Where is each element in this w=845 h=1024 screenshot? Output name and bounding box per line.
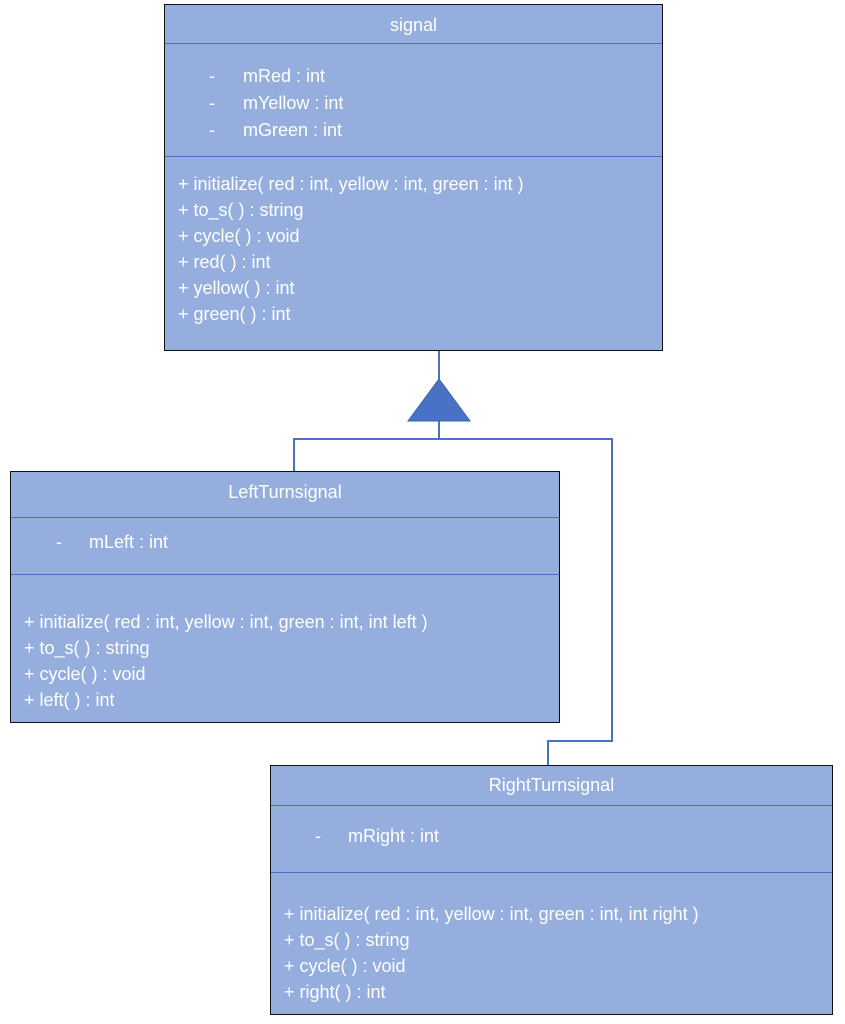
method-cycle: + cycle( ) : void: [284, 956, 406, 976]
visibility-marker: -: [209, 66, 215, 86]
class-box-rightturnsignal[interactable]: RightTurnsignal - mRight : int + initial…: [270, 765, 833, 1015]
method-initialize: + initialize( red : int, yellow : int, g…: [284, 904, 699, 924]
class-box-signal[interactable]: signal - mRed : int - mYellow : int - mG…: [164, 4, 663, 351]
attributes-section-leftturnsignal: - mLeft : int: [11, 518, 559, 575]
visibility-marker: -: [315, 826, 321, 846]
method-initialize: + initialize( red : int, yellow : int, g…: [178, 174, 524, 194]
connector-to-leftturnsignal: [293, 438, 439, 471]
attribute-text: mLeft : int: [89, 532, 169, 552]
attributes-section-signal: - mRed : int - mYellow : int - mGreen : …: [165, 44, 662, 157]
generalization-arrow: [407, 378, 471, 422]
method-cycle: + cycle( ) : void: [24, 664, 146, 684]
attribute-text: mRed : int: [243, 66, 326, 86]
method-to-s: + to_s( ) : string: [24, 638, 150, 658]
methods-section-signal: + initialize( red : int, yellow : int, g…: [165, 157, 662, 327]
visibility-marker: -: [56, 532, 62, 552]
method-right: + right( ) : int: [284, 982, 386, 1002]
visibility-marker: -: [209, 93, 215, 113]
method-yellow: + yellow( ) : int: [178, 278, 295, 298]
methods-section-leftturnsignal: + initialize( red : int, yellow : int, g…: [11, 575, 559, 713]
method-to-s: + to_s( ) : string: [284, 930, 410, 950]
connector-to-rightturnsignal: [439, 438, 613, 765]
method-initialize: + initialize( red : int, yellow : int, g…: [24, 612, 428, 632]
method-to-s: + to_s( ) : string: [178, 200, 304, 220]
attribute-text: mRight : int: [348, 826, 440, 846]
method-left: + left( ) : int: [24, 690, 115, 710]
class-name-signal: signal: [165, 5, 662, 44]
visibility-marker: -: [209, 120, 215, 140]
class-name-leftturnsignal: LeftTurnsignal: [11, 472, 559, 518]
method-cycle: + cycle( ) : void: [178, 226, 300, 246]
method-red: + red( ) : int: [178, 252, 271, 272]
attributes-section-rightturnsignal: - mRight : int: [271, 806, 832, 873]
method-green: + green( ) : int: [178, 304, 291, 324]
methods-section-rightturnsignal: + initialize( red : int, yellow : int, g…: [271, 873, 832, 1005]
class-name-rightturnsignal: RightTurnsignal: [271, 766, 832, 806]
attribute-text: mYellow : int: [243, 93, 344, 113]
class-box-leftturnsignal[interactable]: LeftTurnsignal - mLeft : int + initializ…: [10, 471, 560, 723]
attribute-text: mGreen : int: [243, 120, 343, 140]
